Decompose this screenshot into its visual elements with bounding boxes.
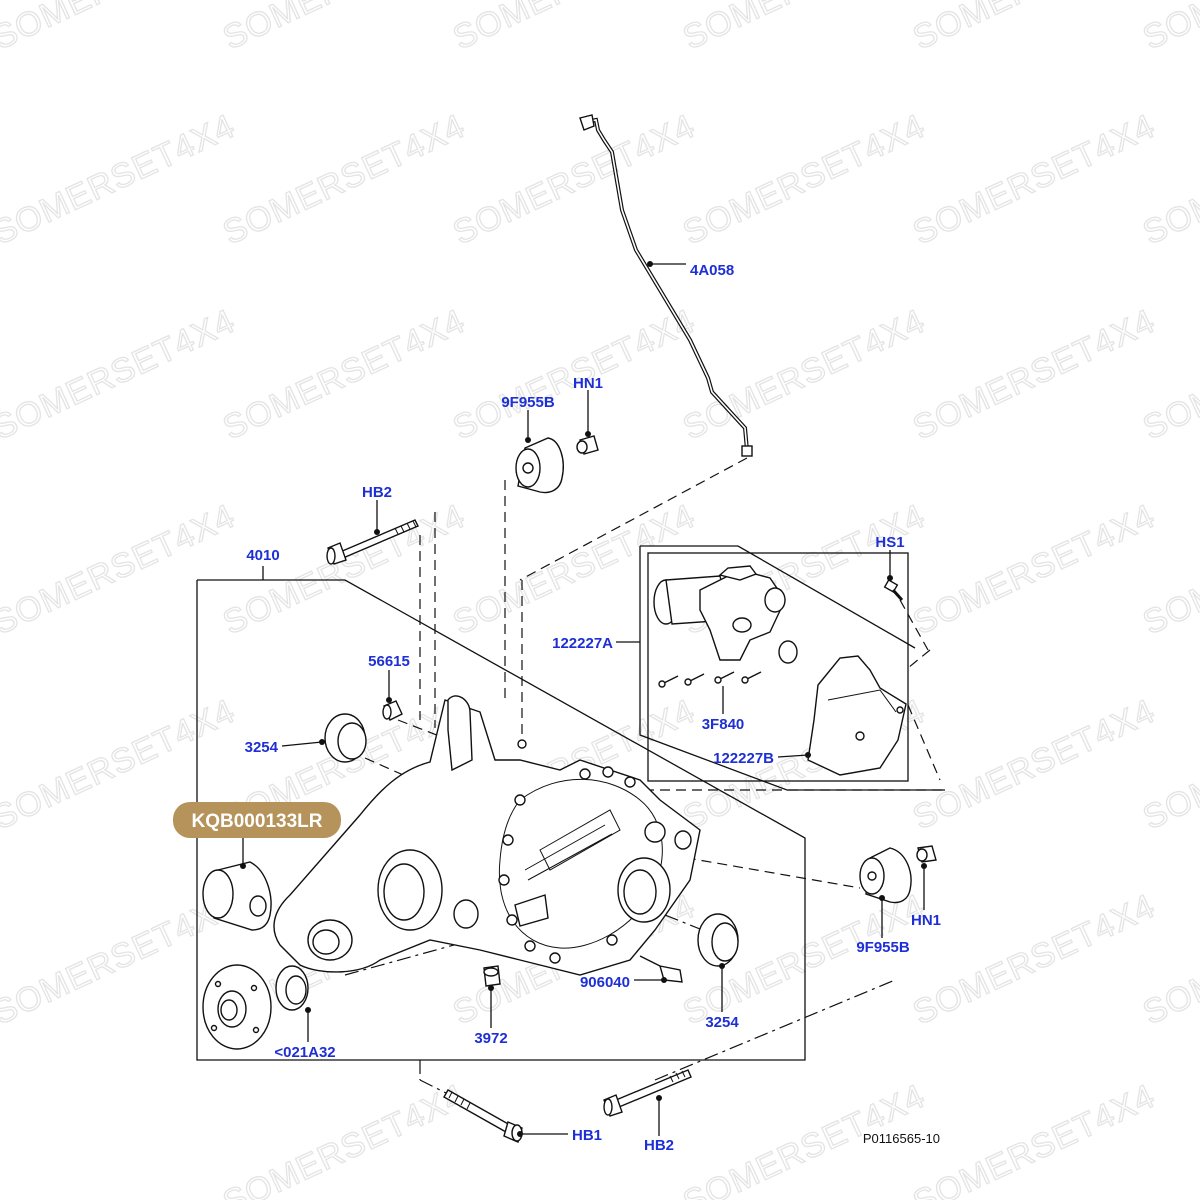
seal-left	[324, 713, 367, 763]
callout-HN1-top[interactable]: HN1	[573, 375, 603, 392]
watermark: SOMERSET4X4	[447, 0, 701, 57]
bolt-hb2-bottom	[603, 1069, 692, 1117]
actuator-housing	[807, 655, 907, 776]
callout-122227B[interactable]: 122227B	[713, 750, 774, 767]
nut-right	[916, 845, 937, 863]
watermark: SOMERSET4X4	[677, 107, 931, 252]
callout-leaders	[240, 261, 927, 1137]
callout-122227A[interactable]: 122227A	[552, 635, 613, 652]
callout-021A32[interactable]: <021A32	[274, 1044, 335, 1061]
watermark: SOMERSET4X4	[217, 497, 471, 642]
watermark: SOMERSET4X4	[1137, 0, 1200, 57]
watermark: SOMERSET4X4	[677, 0, 931, 57]
badge-label: KQB000133LR	[192, 811, 323, 832]
callout-9F955B-right[interactable]: 9F955B	[856, 939, 910, 956]
assembly-frame	[196, 566, 806, 1061]
callout-9F955B-top[interactable]: 9F955B	[501, 394, 555, 411]
sensor-906040	[639, 955, 683, 983]
drain-plug	[483, 965, 501, 987]
watermark: SOMERSET4X4	[217, 107, 471, 252]
watermark: SOMERSET4X4	[217, 302, 471, 447]
callout-HB2-top[interactable]: HB2	[362, 484, 392, 501]
watermark: SOMERSET4X4	[0, 497, 241, 642]
actuator-screws	[658, 671, 762, 688]
bolt-hb1	[443, 1089, 523, 1143]
actuator-motor	[653, 565, 786, 661]
callout-56615[interactable]: 56615	[368, 653, 410, 670]
watermark: SOMERSET4X4	[907, 887, 1161, 1032]
callout-HB1[interactable]: HB1	[572, 1127, 602, 1144]
callout-3972[interactable]: 3972	[474, 1030, 507, 1047]
callout-3254-right[interactable]: 3254	[705, 1014, 739, 1031]
callout-4010[interactable]: 4010	[246, 547, 279, 564]
callout-HB2-bottom[interactable]: HB2	[644, 1137, 674, 1154]
callout-HN1-right[interactable]: HN1	[911, 912, 941, 929]
screw-hs1	[883, 579, 904, 602]
callout-3F840[interactable]: 3F840	[702, 716, 745, 733]
actuator-subframe	[639, 545, 945, 791]
bolt-top	[326, 519, 419, 565]
nut-top	[576, 435, 599, 455]
vent-pipe	[579, 114, 753, 457]
callout-906040[interactable]: 906040	[580, 974, 630, 991]
watermark: SOMERSET4X4	[0, 0, 241, 57]
watermark: SOMERSET4X4	[0, 302, 241, 447]
watermark: SOMERSET4X4	[0, 107, 241, 252]
plug-56615	[382, 700, 403, 721]
seal-right	[697, 913, 739, 967]
figure-reference: P0116565-10	[863, 1131, 940, 1146]
watermark: SOMERSET4X4	[217, 0, 471, 57]
watermark: SOMERSET4X4	[907, 692, 1161, 837]
callout-3254-left[interactable]: 3254	[245, 739, 279, 756]
flange-seal	[275, 965, 309, 1011]
actuator-o-ring	[778, 640, 798, 664]
watermark: SOMERSET4X4	[677, 302, 931, 447]
bushing-right	[859, 847, 912, 904]
callout-HS1[interactable]: HS1	[875, 534, 904, 551]
output-flange	[202, 964, 272, 1050]
callout-4A058[interactable]: 4A058	[690, 262, 734, 279]
watermark: SOMERSET4X4	[907, 0, 1161, 57]
watermark: SOMERSET4X4	[217, 1077, 471, 1200]
bushing-kqb	[202, 861, 272, 931]
badge-background	[173, 802, 341, 838]
part-number-badge[interactable]: KQB000133LR	[173, 802, 341, 838]
watermark: SOMERSET4X4	[907, 497, 1161, 642]
watermark: SOMERSET4X4	[907, 302, 1161, 447]
callout-labels: 4A058 9F955B HN1 HB2 4010 HS1 122227A 56…	[245, 262, 941, 1154]
differential-housing	[273, 695, 701, 976]
watermark: SOMERSET4X4	[447, 107, 701, 252]
bushing-top	[515, 437, 564, 494]
watermark: SOMERSET4X4	[907, 107, 1161, 252]
dashed-leaders	[344, 457, 945, 1101]
watermark: SOMERSET4X4	[907, 1077, 1161, 1200]
